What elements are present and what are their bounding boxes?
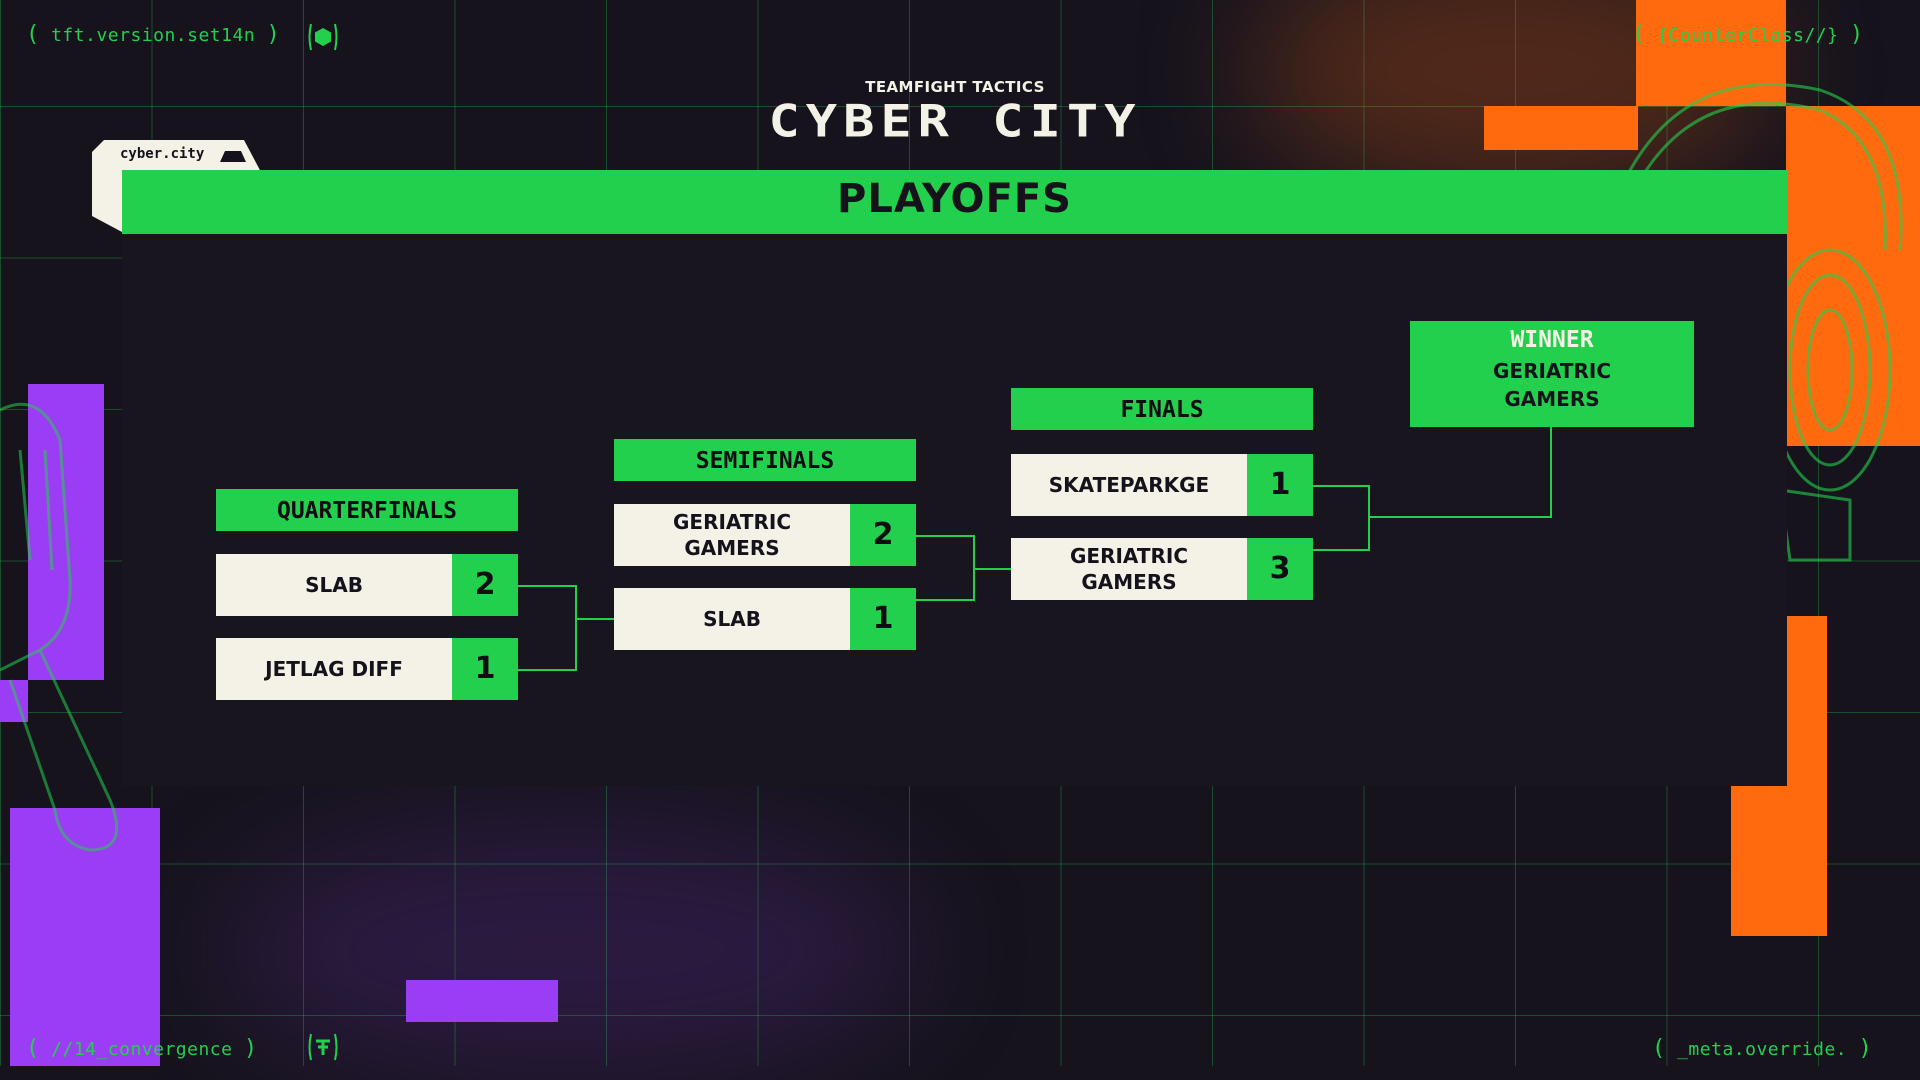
team-score: 1 [1247,454,1313,516]
hexagon-icon [308,23,338,51]
connector-line [1368,485,1370,551]
round-label-quarterfinals: QUARTERFINALS [216,489,518,531]
panel-tab-label: cyber.city [120,146,205,162]
tab-marker-icon [220,151,246,162]
winner-box: WINNER GERIATRIC GAMERS [1410,321,1694,427]
match-team: SLAB 2 [216,554,518,616]
purple-block-bottom [406,980,558,1022]
team-score: 3 [1247,538,1313,600]
team-name: SLAB [216,554,452,616]
team-name: SKATEPARKGE [1011,454,1247,516]
connector-line [916,599,974,601]
corner-text-top-right: {CounterClass//} [1657,25,1839,46]
purple-block-bottom-left [10,808,160,1066]
winner-label: WINNER [1510,327,1594,353]
connector-line [575,585,577,671]
corner-text-top-left: tft.version.set14n [51,25,256,46]
corner-text-bottom-right: _meta.override. [1677,1039,1848,1060]
corner-label-top-right: ( {CounterClass//} ) [1632,22,1864,47]
connector-line [1313,549,1369,551]
logo-subtitle: TEAMFIGHT TACTICS [865,78,1045,96]
team-score: 2 [452,554,518,616]
connector-line [1313,485,1369,487]
connector-line [1550,427,1552,518]
panel-title: PLAYOFFS [837,176,1072,222]
match-team: JETLAG DIFF 1 [216,638,518,700]
match-team: GERIATRIC GAMERS 3 [1011,538,1313,600]
connector-line [518,669,576,671]
triangle-logo-icon [308,1033,338,1061]
team-name: SLAB [614,588,850,650]
match-team: GERIATRIC GAMERS 2 [614,504,916,566]
team-name: GERIATRIC GAMERS [614,504,850,566]
wireframe-spatula-decoration [0,402,119,852]
team-score: 1 [850,588,916,650]
corner-text-bottom-left: //14_convergence [51,1039,233,1060]
connector-line [518,585,576,587]
team-score: 1 [452,638,518,700]
connector-line [916,535,974,537]
corner-label-bottom-left: ( //14_convergence ) [26,1036,258,1061]
round-label-finals: FINALS [1011,388,1313,430]
match-team: SLAB 1 [614,588,916,650]
connector-line [576,618,614,620]
round-label-semifinals: SEMIFINALS [614,439,916,481]
orange-block-top-left [1484,106,1638,150]
logo-title: CYBER CITY [768,96,1142,148]
connector-line [974,568,1011,570]
team-score: 2 [850,504,916,566]
background-glow-purple [220,820,920,1080]
team-name: JETLAG DIFF [216,638,452,700]
connector-line [1369,516,1551,518]
corner-label-top-left: ( tft.version.set14n ) [26,22,281,47]
winner-name: GERIATRIC GAMERS [1492,359,1611,411]
team-name: GERIATRIC GAMERS [1011,538,1247,600]
corner-label-bottom-right: ( _meta.override. ) [1652,1036,1873,1061]
panel-header [122,170,1787,234]
match-team: SKATEPARKGE 1 [1011,454,1313,516]
orange-block-top [1636,0,1786,106]
